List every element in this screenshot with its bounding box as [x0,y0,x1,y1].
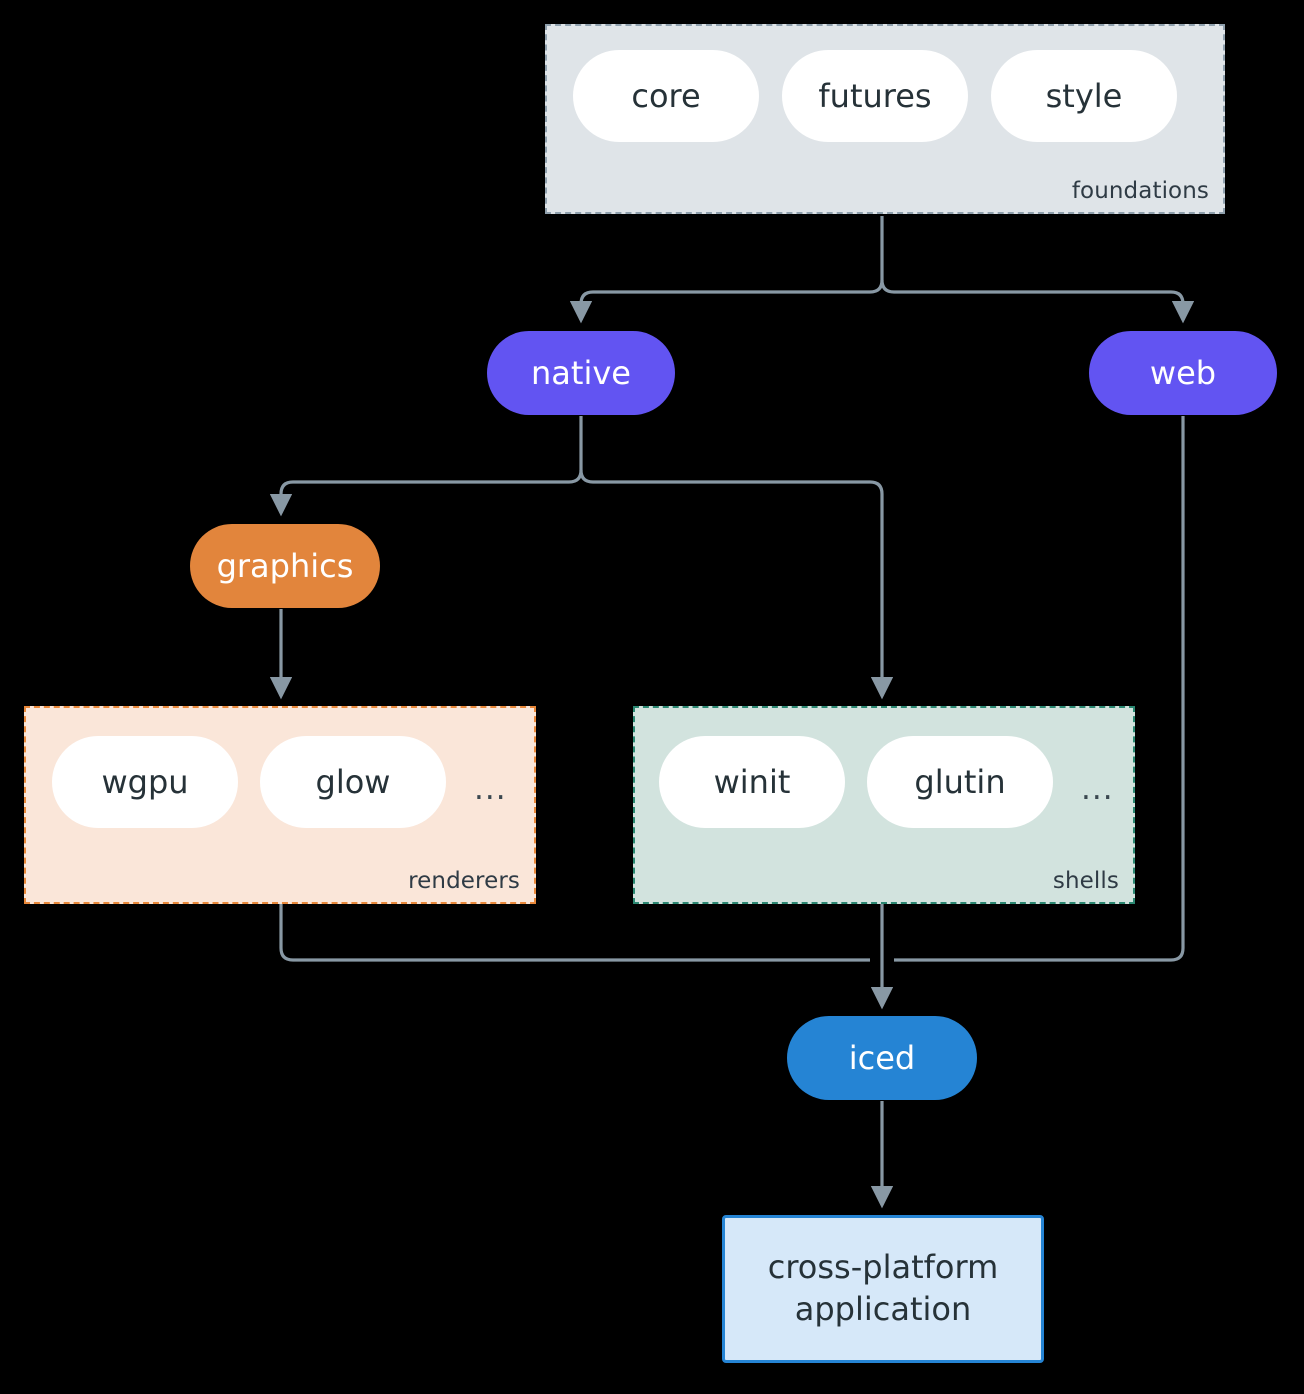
pill-glutin[interactable]: glutin [867,736,1053,828]
node-native-label: native [531,354,631,392]
group-foundations[interactable]: core futures style foundations [545,24,1225,214]
node-cross-platform-application[interactable]: cross-platform application [722,1215,1044,1363]
renderers-items: wgpu glow ... [52,736,513,828]
pill-wgpu[interactable]: wgpu [52,736,238,828]
group-renderers[interactable]: wgpu glow ... renderers [24,706,536,904]
pill-style[interactable]: style [991,50,1177,142]
foundations-items: core futures style [573,50,1177,142]
node-native[interactable]: native [487,331,675,415]
node-web-label: web [1149,354,1217,392]
node-graphics[interactable]: graphics [190,524,380,608]
application-label-line2: application [794,1290,972,1328]
node-iced-label: iced [848,1039,916,1077]
shells-more-indicator: ... [1081,770,1114,807]
group-shells[interactable]: winit glutin ... shells [633,706,1135,904]
pill-glow[interactable]: glow [260,736,446,828]
group-label-foundations: foundations [1071,178,1209,204]
group-label-renderers: renderers [408,868,520,894]
pill-core[interactable]: core [573,50,759,142]
group-label-shells: shells [1052,868,1119,894]
node-iced[interactable]: iced [787,1016,977,1100]
application-label-line1: cross-platform [767,1248,999,1287]
pill-winit[interactable]: winit [659,736,845,828]
renderers-more-indicator: ... [474,770,507,807]
shells-items: winit glutin ... [659,736,1120,828]
node-graphics-label: graphics [216,547,354,585]
node-web[interactable]: web [1089,331,1277,415]
pill-futures[interactable]: futures [782,50,968,142]
